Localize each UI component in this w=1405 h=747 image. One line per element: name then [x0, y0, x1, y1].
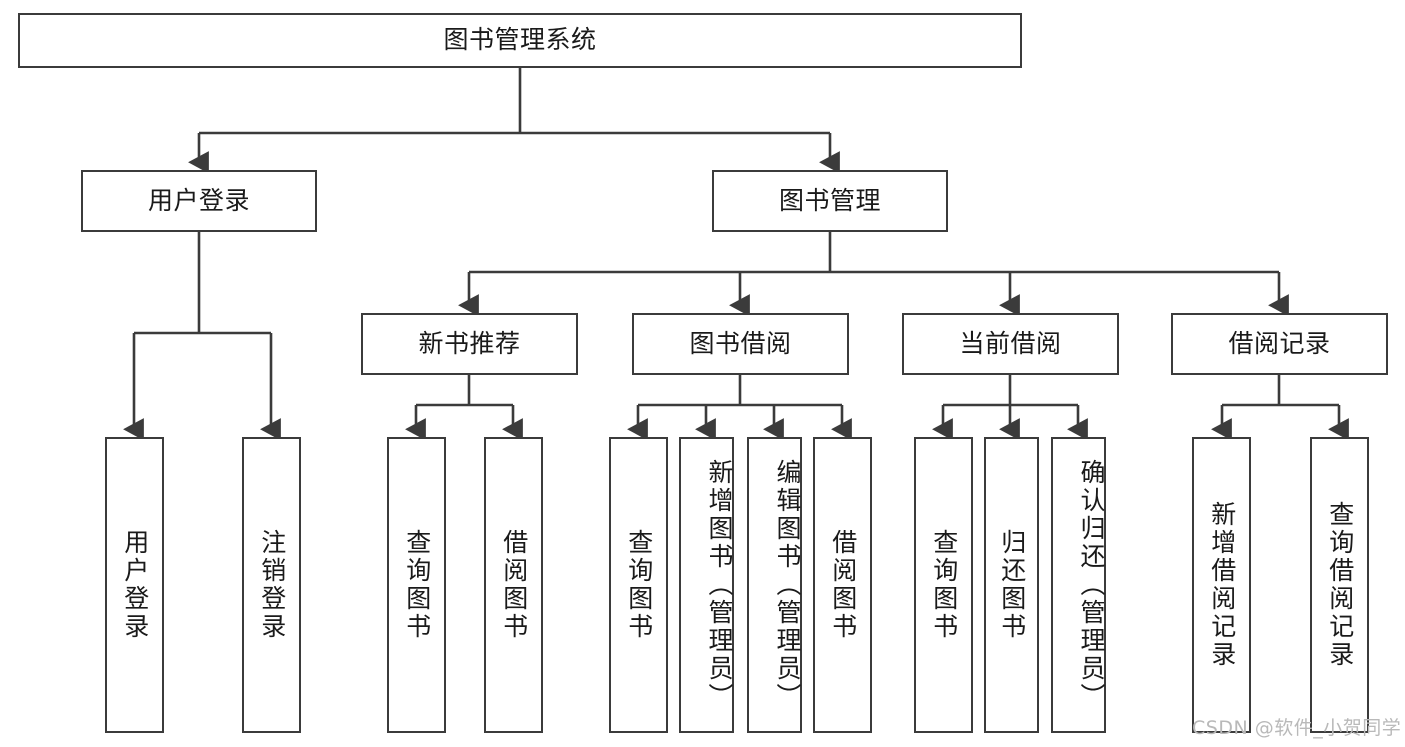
node-label: 图书管理系统: [443, 25, 597, 55]
csdn-watermark: CSDN @软件_小贺同学: [1192, 717, 1402, 739]
node-leaf-confirm-return-admin[interactable]: 确认归还（管理员）: [1051, 437, 1106, 733]
node-user-login-module[interactable]: 用户登录: [81, 170, 317, 232]
node-label: 新书推荐: [418, 328, 521, 358]
node-label: 图书借阅: [689, 328, 792, 358]
node-label: 归还图书: [997, 529, 1027, 641]
node-leaf-borrow-book[interactable]: 借阅图书: [813, 437, 872, 733]
node-leaf-user-login[interactable]: 用户登录: [105, 437, 164, 733]
node-label: 确认归还（管理员）: [1077, 459, 1106, 711]
node-leaf-query-book-recommend[interactable]: 查询图书: [387, 437, 446, 733]
node-leaf-borrow-book-recommend[interactable]: 借阅图书: [484, 437, 543, 733]
node-leaf-edit-book-admin[interactable]: 编辑图书（管理员）: [747, 437, 802, 733]
node-leaf-query-borrow-record[interactable]: 查询借阅记录: [1310, 437, 1369, 733]
node-leaf-add-borrow-record[interactable]: 新增借阅记录: [1192, 437, 1251, 733]
node-label: 新增借阅记录: [1207, 501, 1237, 669]
node-leaf-query-book-borrow[interactable]: 查询图书: [609, 437, 668, 733]
node-label: 编辑图书（管理员）: [773, 459, 802, 711]
node-book-management-module[interactable]: 图书管理: [712, 170, 948, 232]
node-label: 查询图书: [929, 529, 959, 641]
node-label: 当前借阅: [959, 328, 1062, 358]
node-borrow-record[interactable]: 借阅记录: [1171, 313, 1388, 375]
node-label: 新增图书（管理员）: [705, 459, 734, 711]
node-label: 查询图书: [624, 529, 654, 641]
node-root-system[interactable]: 图书管理系统: [18, 13, 1022, 68]
node-leaf-query-book-current[interactable]: 查询图书: [914, 437, 973, 733]
node-label: 借阅图书: [499, 529, 529, 641]
node-label: 用户登录: [147, 185, 250, 215]
node-label: 查询借阅记录: [1325, 501, 1355, 669]
node-current-borrow[interactable]: 当前借阅: [902, 313, 1119, 375]
node-label: 借阅图书: [828, 529, 858, 641]
node-new-book-recommend[interactable]: 新书推荐: [361, 313, 578, 375]
node-leaf-return-book[interactable]: 归还图书: [984, 437, 1039, 733]
node-book-borrow[interactable]: 图书借阅: [632, 313, 849, 375]
node-label: 查询图书: [402, 529, 432, 641]
node-leaf-logout[interactable]: 注销登录: [242, 437, 301, 733]
node-leaf-add-book-admin[interactable]: 新增图书（管理员）: [679, 437, 734, 733]
node-label: 用户登录: [120, 529, 150, 641]
node-label: 图书管理: [778, 185, 881, 215]
node-label: 注销登录: [257, 529, 287, 641]
node-label: 借阅记录: [1228, 328, 1331, 358]
